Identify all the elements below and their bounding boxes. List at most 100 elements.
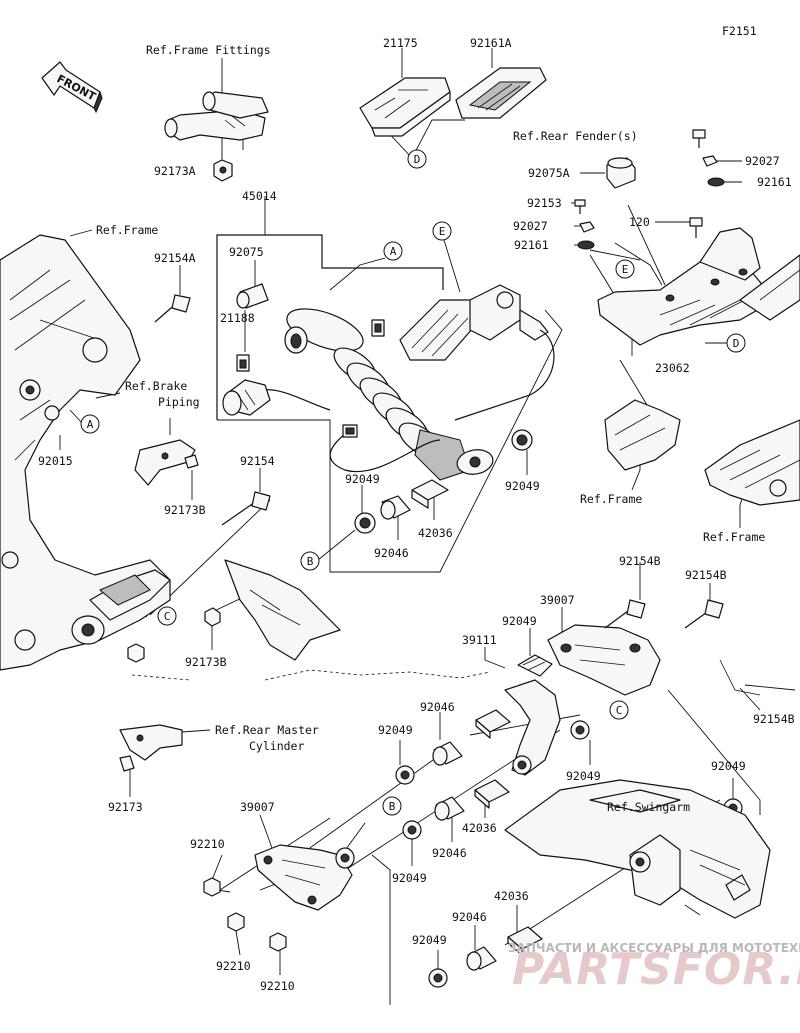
bolts-and-nuts-right <box>574 129 725 250</box>
label-92049-lower-l: 92049 <box>392 871 427 885</box>
collar-92075A <box>606 157 636 189</box>
swingarm <box>504 779 771 919</box>
label-120: 120 <box>629 215 650 229</box>
svg-text:A: A <box>87 418 94 431</box>
label-42036-shock: 42036 <box>418 526 453 540</box>
brake-piping-bracket <box>134 439 199 486</box>
label-92046-shock: 92046 <box>374 546 409 560</box>
label-21175: 21175 <box>383 36 418 50</box>
svg-text:B: B <box>307 555 314 568</box>
label-42036-mid: 42036 <box>462 821 497 835</box>
label-92173b-top: 92173B <box>164 503 206 517</box>
svg-text:E: E <box>622 263 629 276</box>
label-ref-frame-mid: Ref.Frame <box>580 492 642 506</box>
nuts-92210 <box>203 877 287 952</box>
label-ref-rear-master-1: Ref.Rear Master <box>215 723 319 737</box>
label-92075: 92075 <box>229 245 264 259</box>
svg-text:C: C <box>164 610 171 623</box>
label-92046-bottom: 92046 <box>452 910 487 924</box>
label-92027-top: 92027 <box>745 154 780 168</box>
nut-92173A <box>213 159 233 182</box>
collar-92075 <box>236 283 269 309</box>
label-ref-rear-master-2: Cylinder <box>249 739 304 753</box>
label-92049-shock-r: 92049 <box>505 479 540 493</box>
label-92173b-bottom: 92173B <box>185 655 227 669</box>
label-39007-lower: 39007 <box>240 800 275 814</box>
bolt-92154 <box>221 491 271 526</box>
watermark-caption: ЗАПЧАСТИ И АКСЕССУАРЫ ДЛЯ МОТОТЕХНИКИ <box>508 941 800 955</box>
heat-guard-panel <box>224 559 341 661</box>
rear-shock-45014 <box>222 284 555 481</box>
label-92161-top: 92161 <box>757 175 792 189</box>
label-92046-mid: 92046 <box>420 700 455 714</box>
label-23062: 23062 <box>655 361 690 375</box>
label-45014: 45014 <box>242 189 277 203</box>
collars-bottom <box>428 926 543 988</box>
bolts-92154B <box>604 599 724 629</box>
bolt-92154A <box>154 294 191 323</box>
label-92049-shock-l: 92049 <box>345 472 380 486</box>
nut-92173B <box>204 607 221 627</box>
label-39007-upper: 39007 <box>540 593 575 607</box>
frame-mid-right <box>604 254 800 506</box>
label-92046-lower: 92046 <box>432 846 467 860</box>
part-labels: F2151 Ref.Frame Fittings 21175 92161A 92… <box>38 24 795 993</box>
label-ref-swingarm: Ref.Swingarm <box>607 800 690 814</box>
callout-b-shock: B <box>300 551 320 571</box>
label-ref-brake-piping-2: Piping <box>158 395 200 409</box>
watermark-brand: PARTSFOR.RU <box>512 944 800 995</box>
label-92049-far-r: 92049 <box>711 759 746 773</box>
rear-master-bracket <box>119 724 183 772</box>
label-92153: 92153 <box>527 196 562 210</box>
svg-text:E: E <box>439 225 446 238</box>
label-92075a: 92075A <box>528 166 570 180</box>
pad-21175 <box>359 77 451 137</box>
diagram-code: F2151 <box>722 24 757 38</box>
label-92049-mid-r: 92049 <box>566 769 601 783</box>
label-92173: 92173 <box>108 800 143 814</box>
callout-a-top: A <box>383 241 403 261</box>
rocker-plate-39007-upper <box>547 624 661 696</box>
frame-fitting-bracket <box>164 91 269 141</box>
label-ref-frame-left: Ref.Frame <box>96 223 158 237</box>
callout-c-mid: C <box>609 700 629 720</box>
label-39111: 39111 <box>462 633 497 647</box>
label-92027-mid: 92027 <box>513 219 548 233</box>
label-42036-lower: 42036 <box>494 889 529 903</box>
label-92015: 92015 <box>38 454 73 468</box>
front-arrow-icon: FRONT <box>41 61 103 114</box>
label-92154a: 92154A <box>154 251 196 265</box>
label-ref-brake-piping-1: Ref.Brake <box>125 379 187 393</box>
watermark: PARTSFOR.RU ЗАПЧАСТИ И АКСЕССУАРЫ ДЛЯ МО… <box>508 941 800 995</box>
label-92210-2: 92210 <box>216 959 251 973</box>
main-frame-left <box>0 234 171 671</box>
callout-a-left: A <box>80 414 100 434</box>
label-92049-bottom: 92049 <box>412 933 447 947</box>
callout-e-top: E <box>432 221 452 241</box>
label-92161a: 92161A <box>470 36 512 50</box>
bracket-23062 <box>597 227 776 346</box>
label-ref-frame-right: Ref.Frame <box>703 530 765 544</box>
label-92210-3: 92210 <box>260 979 295 993</box>
svg-text:D: D <box>414 153 421 166</box>
label-92049-upper: 92049 <box>502 614 537 628</box>
label-ref-rear-fender: Ref.Rear Fender(s) <box>513 129 638 143</box>
svg-text:D: D <box>733 337 740 350</box>
label-ref-frame-fittings: Ref.Frame Fittings <box>146 43 271 57</box>
tie-rod-39111 <box>504 679 561 776</box>
label-92210-1: 92210 <box>190 837 225 851</box>
svg-text:C: C <box>616 704 623 717</box>
callout-e-right: E <box>615 259 635 279</box>
rocker-plate-39007-lower <box>254 844 355 911</box>
callout-d-top: D <box>407 149 427 169</box>
callout-c-left: C <box>157 606 177 626</box>
shock-lower-hardware <box>354 429 533 534</box>
label-92154b-1: 92154B <box>619 554 661 568</box>
svg-text:B: B <box>389 800 396 813</box>
pad-92161A <box>455 67 547 119</box>
label-92154b-right: 92154B <box>753 712 795 726</box>
washer-92049-upper <box>517 654 553 677</box>
label-92154b-2: 92154B <box>685 568 727 582</box>
label-92161-mid: 92161 <box>514 238 549 252</box>
